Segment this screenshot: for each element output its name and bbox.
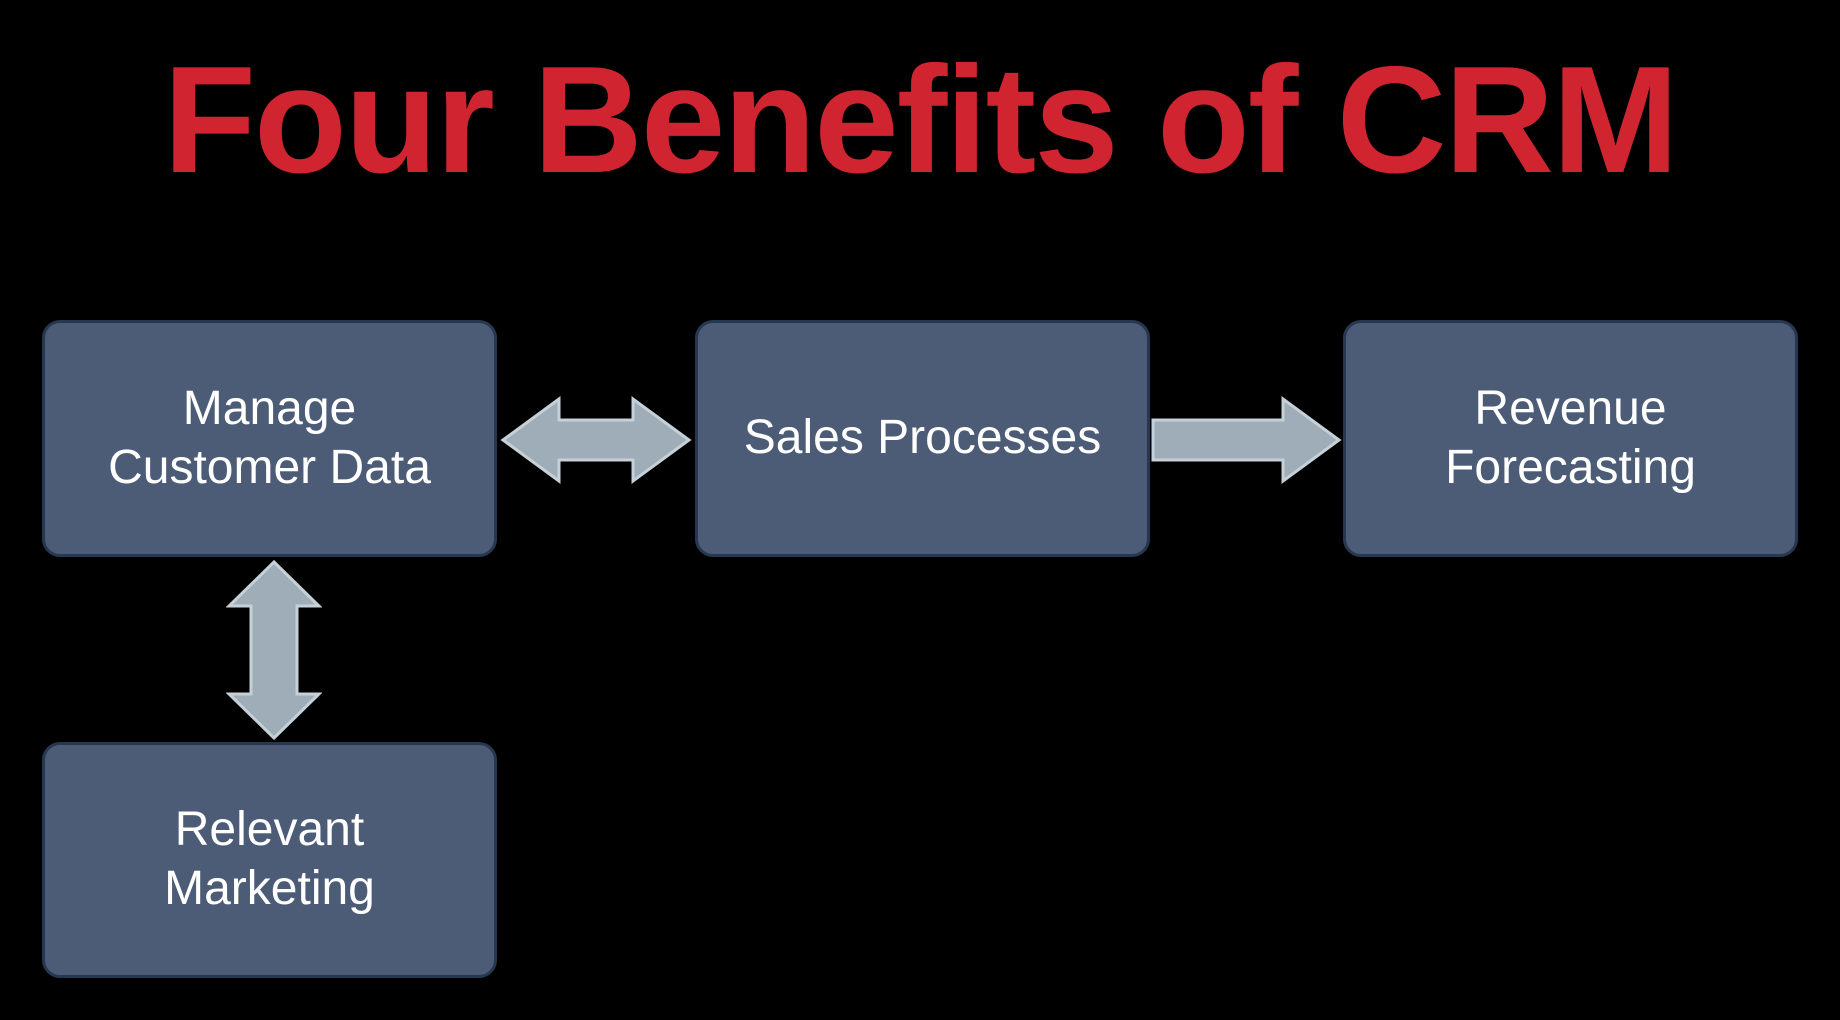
node-revenue-forecasting-label: Revenue Forecasting	[1445, 381, 1696, 494]
node-relevant-marketing-label: Relevant Marketing	[164, 803, 375, 915]
node-relevant-marketing: Relevant Marketing	[42, 742, 497, 978]
arrow-right-icon	[1151, 396, 1342, 484]
node-revenue-forecasting: Revenue Forecasting	[1343, 320, 1798, 557]
node-manage-customer-data-label: Manage Customer Data	[108, 381, 431, 494]
diagram-title: Four Benefits of CRM	[163, 35, 1679, 205]
double-arrow-vertical-icon	[226, 559, 322, 741]
node-sales-processes: Sales Processes	[695, 320, 1150, 557]
double-arrow-horizontal-icon	[500, 396, 692, 484]
node-sales-processes-label: Sales Processes	[743, 411, 1102, 465]
node-manage-customer-data: Manage Customer Data	[42, 320, 497, 557]
